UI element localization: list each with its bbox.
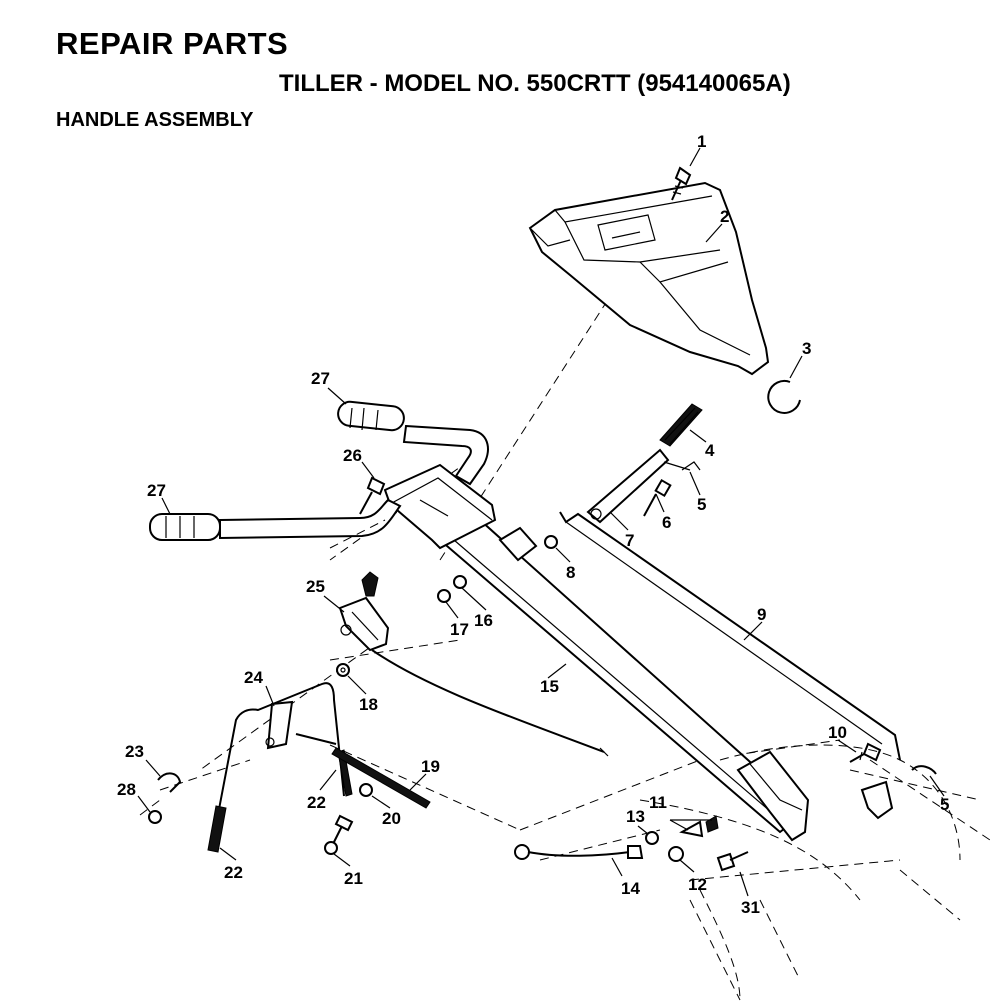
handle-tube — [438, 518, 810, 842]
callout-10: 10 — [828, 723, 847, 742]
control-rod — [559, 511, 901, 761]
callout-labels: 1 2 3 4 5 5 6 7 8 9 10 11 12 13 14 15 16… — [117, 132, 949, 917]
callout-22a: 22 — [307, 793, 326, 812]
callout-16: 16 — [474, 611, 493, 630]
callout-17: 17 — [450, 620, 469, 639]
callout-7: 7 — [625, 531, 634, 550]
callout-24: 24 — [244, 668, 263, 687]
handlebar — [149, 400, 489, 549]
throttle-cable — [371, 649, 605, 753]
washers — [336, 575, 467, 677]
clutch-lever — [586, 403, 703, 524]
page-title: REPAIR PARTS — [56, 26, 289, 61]
small-hardware — [148, 772, 373, 855]
callout-25: 25 — [306, 577, 325, 596]
callout-23: 23 — [125, 742, 144, 761]
throttle-bracket — [338, 571, 390, 652]
callout-2: 2 — [720, 207, 729, 226]
model-subtitle: TILLER - MODEL NO. 550CRTT (954140065A) — [279, 70, 791, 97]
section-heading: HANDLE ASSEMBLY — [56, 109, 254, 131]
callout-1: 1 — [697, 132, 706, 151]
callout-26: 26 — [343, 446, 362, 465]
lever-bolt — [643, 478, 672, 517]
callout-27a: 27 — [311, 369, 330, 388]
callout-28: 28 — [117, 780, 136, 799]
linkage-bracket — [860, 765, 937, 820]
callout-15: 15 — [540, 677, 559, 696]
callout-21: 21 — [344, 869, 363, 888]
callout-11: 11 — [649, 793, 667, 812]
callout-27b: 27 — [147, 481, 166, 500]
nut — [544, 535, 558, 549]
callout-18: 18 — [359, 695, 378, 714]
shift-lever — [207, 682, 353, 853]
callout-5b: 5 — [940, 795, 949, 814]
callout-31: 31 — [741, 898, 760, 917]
pivot-parts — [645, 815, 749, 872]
leader-lines — [137, 147, 945, 897]
callout-6: 6 — [662, 513, 671, 532]
shift-handle — [514, 844, 644, 860]
callout-8: 8 — [566, 563, 575, 582]
callout-3: 3 — [802, 339, 811, 358]
clip-ring — [767, 379, 801, 414]
callout-12: 12 — [688, 875, 707, 894]
callout-4: 4 — [705, 441, 715, 460]
callout-19: 19 — [421, 757, 440, 776]
callout-5a: 5 — [697, 495, 706, 514]
callout-22b: 22 — [224, 863, 243, 882]
handle-bracket — [383, 463, 538, 562]
rod-bolt — [849, 742, 882, 763]
bracket-screw — [359, 476, 386, 515]
cable-rod — [295, 733, 431, 809]
callout-20: 20 — [382, 809, 401, 828]
callout-9: 9 — [757, 605, 766, 624]
callout-14: 14 — [621, 879, 640, 898]
tiller-outline — [639, 744, 961, 1001]
callout-13: 13 — [626, 807, 645, 826]
cover-screw — [671, 166, 692, 201]
handle-cover — [528, 181, 770, 376]
